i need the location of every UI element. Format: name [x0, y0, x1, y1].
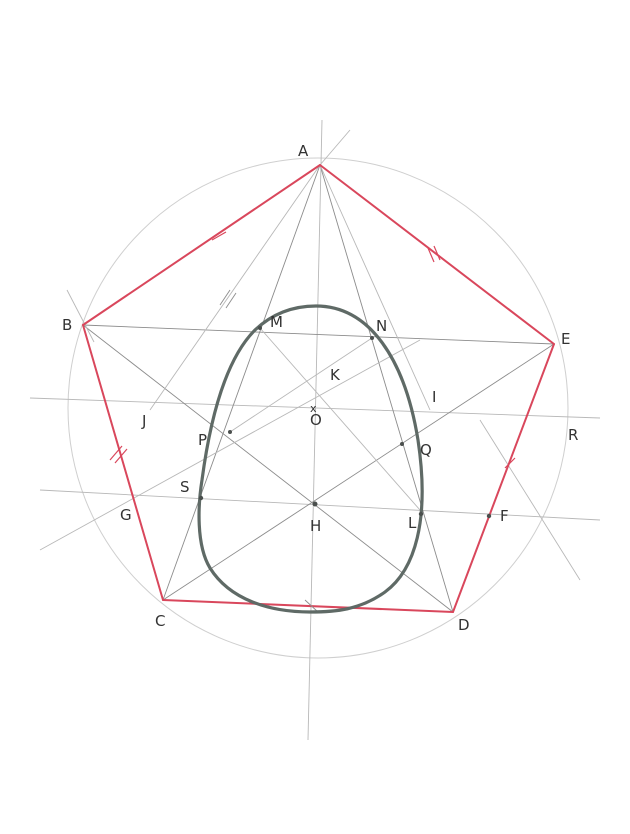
- label-h: H: [310, 517, 321, 535]
- dot-m: [258, 326, 262, 330]
- dot-s: [198, 495, 204, 501]
- label-g: G: [120, 506, 132, 524]
- edge-bc: [82, 324, 164, 601]
- arc-mark-b: [66, 289, 95, 343]
- horizontal-axis: [29, 397, 601, 419]
- label-r: R: [568, 426, 578, 444]
- edge-ab: [82, 164, 321, 326]
- label-k: K: [330, 366, 341, 384]
- line-a-i: [319, 164, 431, 411]
- dot-q: [400, 442, 404, 446]
- label-i: I: [432, 388, 436, 406]
- dot-l: [418, 511, 424, 517]
- line-a-j: [149, 164, 321, 411]
- edge-cd: [162, 599, 454, 613]
- diagonal-be: [82, 324, 555, 345]
- center-cross-mark: x: [310, 402, 317, 415]
- tick-bc-1: [109, 445, 123, 461]
- label-l: L: [408, 514, 417, 532]
- dot-n: [370, 336, 374, 340]
- tick-bc-2: [114, 448, 128, 464]
- tick-bm-1: [219, 289, 231, 306]
- construction-lines: [29, 119, 601, 741]
- tick-de: [504, 457, 516, 469]
- tick-ea-1: [427, 247, 435, 263]
- tick-ab: [211, 231, 227, 241]
- label-m: M: [270, 313, 283, 331]
- tick-bm-2: [225, 292, 237, 309]
- long-diagonal-left: [39, 339, 421, 551]
- label-c: C: [155, 612, 165, 630]
- line-p-n: [229, 337, 373, 433]
- diagonal-ad: [319, 164, 454, 613]
- line-a-extension: [319, 129, 351, 166]
- point-dots: [198, 326, 492, 519]
- dot-p: [228, 430, 232, 434]
- dot-h: [312, 501, 318, 507]
- tick-cd: [304, 599, 319, 613]
- label-j: J: [141, 412, 146, 430]
- label-s: S: [180, 478, 190, 496]
- tick-ea-2: [433, 245, 441, 261]
- dot-f: [486, 513, 492, 519]
- label-b: B: [62, 316, 72, 334]
- diagonal-ac: [162, 164, 321, 601]
- equal-length-marks: [109, 231, 516, 613]
- diagonal-bd: [82, 324, 454, 613]
- label-d: D: [458, 616, 470, 634]
- egg-curve: [197, 304, 424, 614]
- pentagon: [82, 164, 555, 613]
- label-p: P: [198, 431, 207, 449]
- diagonal-ce: [162, 343, 555, 601]
- label-f: F: [500, 507, 509, 525]
- edge-de: [452, 343, 555, 613]
- label-a: A: [298, 142, 309, 160]
- point-labels: A B C D E F G H I J K L M N O P Q R S: [62, 142, 578, 634]
- label-q: Q: [420, 441, 432, 459]
- circumscribed-circle: [67, 157, 569, 659]
- vertical-axis: [307, 119, 323, 741]
- line-m-l: [259, 327, 421, 511]
- right-diagonal: [479, 419, 581, 581]
- label-o: O: [310, 411, 322, 429]
- label-e: E: [561, 330, 570, 348]
- label-n: N: [376, 317, 387, 335]
